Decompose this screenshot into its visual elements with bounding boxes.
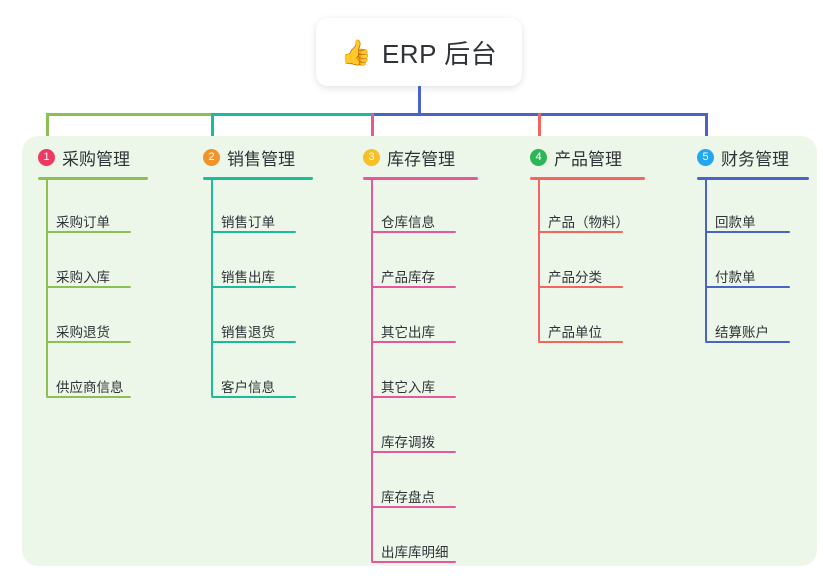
leaf-rule [46,286,131,288]
branch-header-3[interactable]: 3 库存管理 [363,139,455,175]
root-title: ERP 后台 [381,38,498,69]
branch-header-1[interactable]: 1 采购管理 [38,139,130,175]
branches-panel [22,136,817,566]
leaf-item[interactable]: 产品分类 [548,270,602,285]
leaf-item[interactable]: 其它出库 [381,325,435,340]
branch-number-badge: 1 [38,148,55,166]
leaf-rule [371,451,456,453]
drop-line-2 [211,113,214,148]
branch-stem [371,177,373,561]
branch-number-badge: 4 [530,148,547,166]
leaf-item[interactable]: 库存盘点 [381,490,435,505]
leaf-item[interactable]: 付款单 [715,270,756,285]
leaf-item[interactable]: 客户信息 [221,380,275,395]
branch-number-badge: 5 [697,148,714,166]
branch-column-4: 4 产品管理产品（物料） 产品分类产品单位 [530,139,645,343]
leaf-rule [705,341,790,343]
branch-column-5: 5 财务管理回款单付款单结算账户 [697,139,809,343]
branch-title: 销售管理 [227,149,295,169]
branch-header-rule [203,177,313,180]
leaf-item[interactable]: 供应商信息 [56,380,124,395]
branch-column-2: 2 销售管理销售订单销售出库销售退货客户信息 [203,139,313,398]
branch-number-badge: 3 [363,148,380,166]
branch-header-4[interactable]: 4 产品管理 [530,139,622,175]
leaf-item[interactable]: 销售出库 [221,270,275,285]
leaf-rule [705,286,790,288]
leaf-rule [211,341,296,343]
leaf-rule [46,231,131,233]
drop-line-5 [705,113,708,148]
leaf-item[interactable]: 产品单位 [548,325,602,340]
branch-header-2[interactable]: 2 销售管理 [203,139,295,175]
leaf-item[interactable]: 采购订单 [56,215,110,230]
leaf-rule [46,396,131,398]
leaf-rule [371,286,456,288]
leaf-item[interactable]: 采购入库 [56,270,110,285]
leaf-rule [538,286,623,288]
branch-header-rule [363,177,478,180]
branch-title: 财务管理 [721,149,789,169]
leaf-rule [211,396,296,398]
bus-segment-2 [211,113,374,116]
branch-header-5[interactable]: 5 财务管理 [697,139,789,175]
leaf-rule [371,506,456,508]
drop-line-4 [538,113,541,148]
leaf-item[interactable]: 销售退货 [221,325,275,340]
branch-header-rule [38,177,148,180]
leaf-item[interactable]: 采购退货 [56,325,110,340]
bus-segment-1 [46,113,214,116]
branch-column-3: 3 库存管理仓库信息产品库存其它出库其它入库库存调拨库存盘点出库库明细 [363,139,478,563]
leaf-rule [371,561,456,563]
leaf-item[interactable]: 产品库存 [381,270,435,285]
leaf-item[interactable]: 结算账户 [715,325,769,340]
leaf-rule [538,231,623,233]
leaf-item[interactable]: 出库库明细 [381,545,449,560]
root-drop-line [418,86,421,116]
branch-stem [705,177,707,341]
branch-header-rule [530,177,645,180]
leaf-rule [46,341,131,343]
drop-line-1 [46,113,49,148]
branch-stem [538,177,540,341]
leaf-rule [211,286,296,288]
root-node[interactable]: 👍 ERP 后台 [316,18,522,86]
drop-line-3 [371,113,374,148]
leaf-item[interactable]: 产品（物料） [548,215,629,230]
leaf-item[interactable]: 销售订单 [221,215,275,230]
branch-number-badge: 2 [203,148,220,166]
leaf-item[interactable]: 回款单 [715,215,756,230]
branch-column-1: 1 采购管理采购订单采购入库采购退货供应商信息 [38,139,148,398]
leaf-rule [371,396,456,398]
branch-title: 产品管理 [554,149,622,169]
branch-title: 采购管理 [62,149,130,169]
leaf-rule [371,231,456,233]
leaf-rule [538,341,623,343]
leaf-rule [211,231,296,233]
leaf-item[interactable]: 仓库信息 [381,215,435,230]
leaf-rule [705,231,790,233]
branch-title: 库存管理 [387,149,455,169]
leaf-item[interactable]: 其它入库 [381,380,435,395]
branch-header-rule [697,177,809,180]
leaf-item[interactable]: 库存调拨 [381,435,435,450]
leaf-rule [371,341,456,343]
thumbs-up-icon: 👍 [340,37,372,67]
